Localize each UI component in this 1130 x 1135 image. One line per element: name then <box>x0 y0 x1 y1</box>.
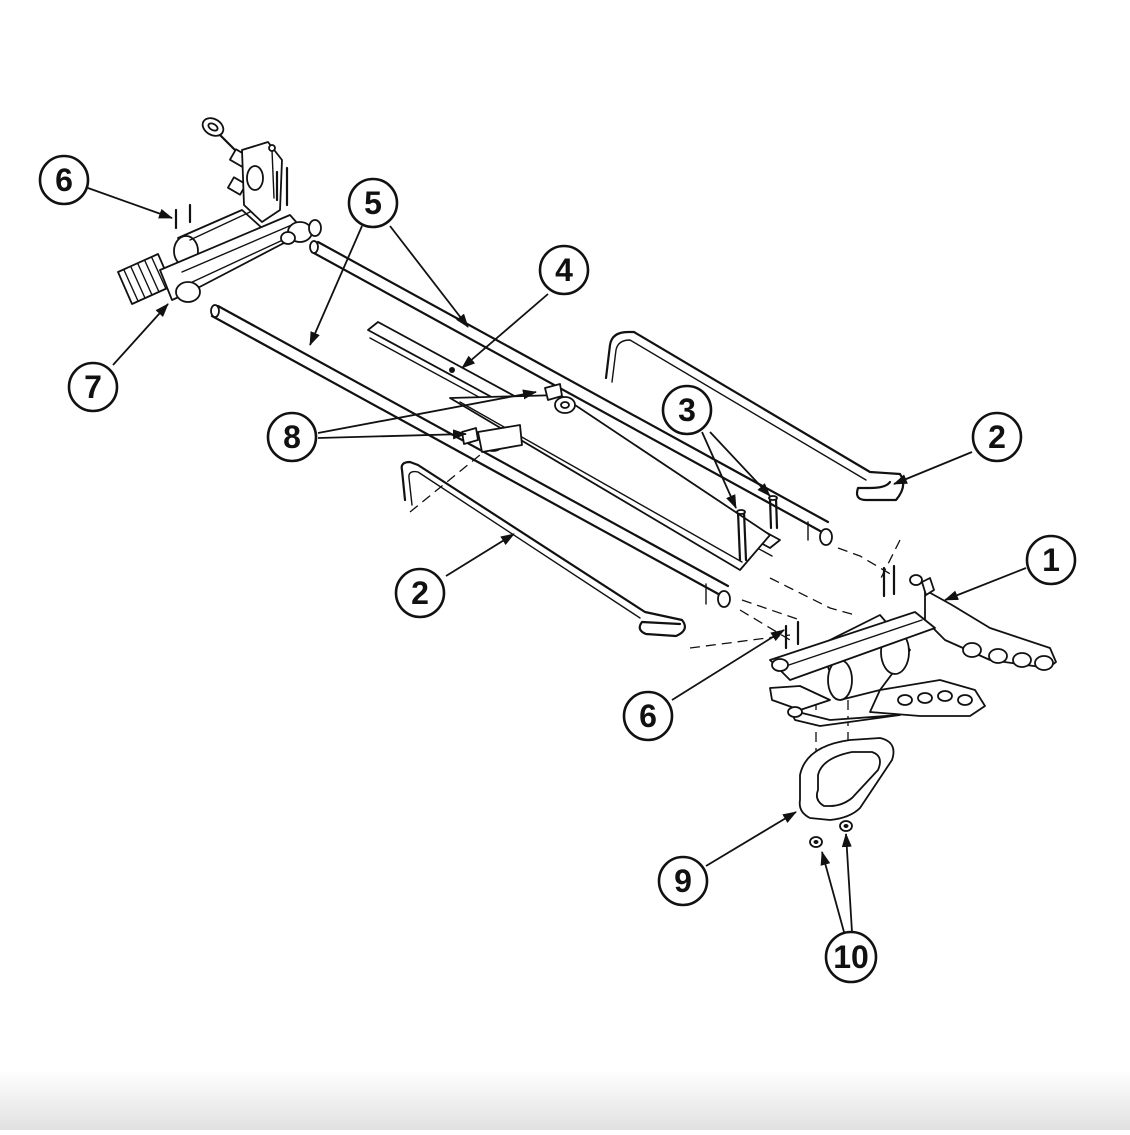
channel-bar <box>367 321 781 571</box>
callout-8: 8 <box>266 411 318 463</box>
callout-2-upper: 2 <box>971 411 1023 463</box>
upper-tube <box>309 240 833 546</box>
callout-10: 10 <box>824 930 878 984</box>
callout-6-upper: 6 <box>38 154 90 206</box>
callout-label: 6 <box>639 698 657 734</box>
callout-1: 1 <box>1025 534 1077 586</box>
base-plate <box>798 737 895 821</box>
callout-label: 1 <box>1042 542 1060 578</box>
right-head-assembly <box>769 564 1057 727</box>
callout-label: 9 <box>674 863 692 899</box>
callout-label: 2 <box>411 575 429 611</box>
bottom-shadow <box>0 1070 1130 1130</box>
callout-2-lower: 2 <box>394 567 446 619</box>
callout-9: 9 <box>657 855 709 907</box>
lower-tube <box>210 304 731 608</box>
callout-label: 3 <box>678 392 696 428</box>
callout-4: 4 <box>538 244 590 296</box>
callout-6-lower: 6 <box>622 690 674 742</box>
pins <box>736 495 779 562</box>
callout-label: 5 <box>364 185 382 221</box>
left-head-assembly <box>117 117 322 305</box>
callout-label: 10 <box>833 939 869 975</box>
callout-5: 5 <box>347 177 399 229</box>
callout-3: 3 <box>661 384 713 436</box>
callout-label: 2 <box>988 419 1006 455</box>
nuts <box>809 820 853 848</box>
lower-rod <box>400 460 686 638</box>
callout-label: 4 <box>555 252 573 288</box>
callout-label: 6 <box>55 162 73 198</box>
callout-label: 8 <box>283 419 301 455</box>
upper-rod <box>604 330 905 502</box>
callout-7: 7 <box>67 361 119 413</box>
callout-label: 7 <box>84 369 102 405</box>
leader-lines <box>87 187 1027 933</box>
